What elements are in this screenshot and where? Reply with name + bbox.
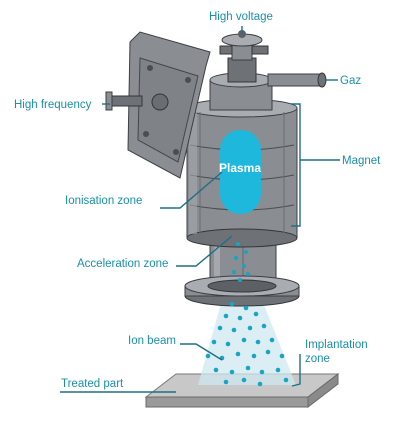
high-frequency-label: High frequency (14, 99, 92, 111)
ion-beam-dot (265, 349, 271, 355)
ion-beam-dot (223, 379, 229, 385)
ionisation-zone-leader (160, 171, 223, 209)
ion-beam-dot (213, 367, 219, 373)
ion-beam-dot (255, 339, 261, 345)
acceleration-dot (246, 272, 250, 276)
acceleration-zone-dots (232, 242, 250, 282)
ion-beam-dot (253, 311, 259, 317)
acceleration-dot (236, 242, 240, 246)
ion-beam-dot (237, 315, 243, 321)
ion-beam-dot (279, 353, 285, 359)
acceleration-dot (234, 256, 238, 260)
ion-beam-dot (283, 377, 289, 383)
ion-beam-dot (223, 313, 229, 319)
ion-beam-dot (231, 327, 237, 333)
magnet-bracket (291, 103, 301, 227)
ion-beam-dot (229, 369, 235, 375)
ion-beam-dot (245, 365, 251, 371)
plasma-region: Plasma (219, 130, 261, 214)
high-voltage-label: High voltage (209, 11, 273, 23)
ion-beam-dot (275, 367, 281, 373)
plasma-label: Plasma (219, 161, 261, 175)
ion-beam-dot (251, 353, 257, 359)
implantation-zone-leader (291, 354, 301, 387)
acceleration-zone-leader (176, 235, 233, 267)
high-frequency-panel (105, 31, 211, 179)
ion-beam-dot (269, 337, 275, 343)
ion-beam-dot (217, 325, 223, 331)
ion-beam-dot (235, 351, 241, 357)
ion-beam-dot (257, 381, 263, 387)
ion-beam-label: Ion beam (128, 335, 176, 347)
ion-beam-dot (247, 325, 253, 331)
acceleration-dot (242, 264, 246, 268)
ion-beam-dots (205, 301, 289, 387)
ion-beam-cone (198, 300, 296, 385)
acceleration-dot (238, 278, 242, 282)
ionisation-zone-label: Ionisation zone (65, 195, 142, 207)
ion-beam-dot (211, 339, 217, 345)
acceleration-dot (244, 250, 248, 254)
ion-beam-dot (243, 305, 249, 311)
gas-inlet-pipe (267, 72, 327, 88)
acceleration-dot (232, 270, 236, 274)
ion-beam-dot (225, 341, 231, 347)
ion-beam-dot (261, 323, 267, 329)
ion-beam-dot (229, 301, 235, 307)
ion-beam-dot (205, 353, 211, 359)
ion-beam-leader (180, 343, 223, 361)
implantation-zone-label-line2: zone (305, 353, 330, 365)
ion-beam-dot (241, 377, 247, 383)
magnet-label: Magnet (342, 155, 381, 167)
top-head (209, 30, 273, 111)
ion-beam-dot (241, 337, 247, 343)
acceleration-zone-label: Acceleration zone (77, 258, 168, 270)
implantation-zone-label-line1: Implantation (305, 339, 368, 351)
treated-part-label: Treated part (61, 378, 124, 390)
ion-beam-dot (259, 369, 265, 375)
gaz-label: Gaz (340, 75, 361, 87)
